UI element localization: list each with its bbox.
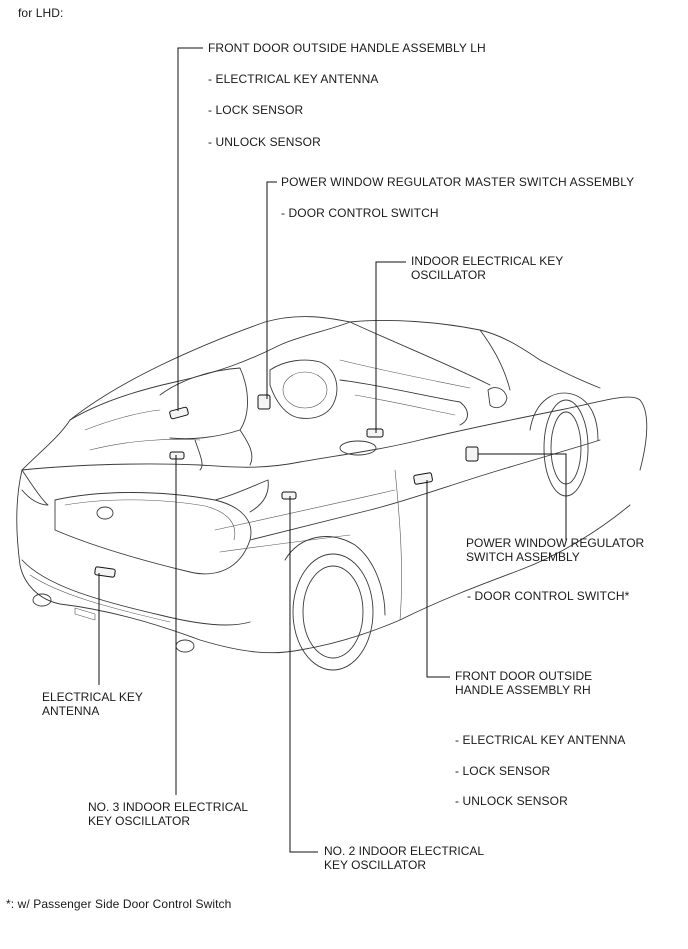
label-front-door-lh: FRONT DOOR OUTSIDE HANDLE ASSEMBLY LH [208, 41, 486, 55]
label-front-door-rh-item-1: - ELECTRICAL KEY ANTENNA [455, 733, 626, 747]
component-markers [94, 394, 479, 578]
label-indoor-osc-line-2: OSCILLATOR [411, 268, 486, 282]
label-front-door-rh-item-3: - UNLOCK SENSOR [455, 794, 568, 808]
label-indoor-osc: INDOOR ELECTRICAL KEY OSCILLATOR [411, 254, 563, 282]
label-front-door-rh-line-1: FRONT DOOR OUTSIDE [455, 669, 593, 683]
label-no2-osc-line-2: KEY OSCILLATOR [324, 858, 427, 872]
label-pw-switch: POWER WINDOW REGULATOR SWITCH ASSEMBLY [466, 536, 644, 564]
label-elec-key-antenna-line-2: ANTENNA [42, 704, 100, 718]
label-front-door-lh-item-3: - UNLOCK SENSOR [208, 135, 321, 149]
label-no3-osc-line-2: KEY OSCILLATOR [88, 814, 191, 828]
label-pw-switch-line-1: POWER WINDOW REGULATOR [466, 536, 645, 550]
footnote: *: w/ Passenger Side Door Control Switch [6, 897, 232, 911]
label-no3-osc: NO. 3 INDOOR ELECTRICAL KEY OSCILLATOR [88, 800, 248, 828]
label-pw-switch-item: - DOOR CONTROL SWITCH* [467, 589, 630, 603]
header-note: for LHD: [18, 6, 64, 20]
label-no3-osc-line-1: NO. 3 INDOOR ELECTRICAL [88, 800, 249, 814]
label-pw-master: POWER WINDOW REGULATOR MASTER SWITCH ASS… [281, 175, 635, 189]
label-elec-key-antenna-line-1: ELECTRICAL KEY [42, 690, 143, 704]
label-pw-switch-line-2: SWITCH ASSEMBLY [466, 550, 580, 564]
label-front-door-rh-item-2: - LOCK SENSOR [455, 764, 551, 778]
label-no2-osc: NO. 2 INDOOR ELECTRICAL KEY OSCILLATOR [324, 844, 484, 872]
label-elec-key-antenna: ELECTRICAL KEY ANTENNA [42, 690, 143, 718]
label-front-door-lh-item-1: - ELECTRICAL KEY ANTENNA [208, 72, 379, 86]
label-pw-master-item: - DOOR CONTROL SWITCH [281, 206, 439, 220]
label-front-door-lh-item-2: - LOCK SENSOR [208, 103, 304, 117]
car-body-outline [16, 316, 648, 671]
label-no2-osc-line-1: NO. 2 INDOOR ELECTRICAL [324, 844, 485, 858]
label-front-door-rh: FRONT DOOR OUTSIDE HANDLE ASSEMBLY RH [455, 669, 592, 697]
label-indoor-osc-line-1: INDOOR ELECTRICAL KEY [411, 254, 564, 268]
label-front-door-rh-line-2: HANDLE ASSEMBLY RH [455, 683, 591, 697]
leader-lines [98, 47, 567, 853]
